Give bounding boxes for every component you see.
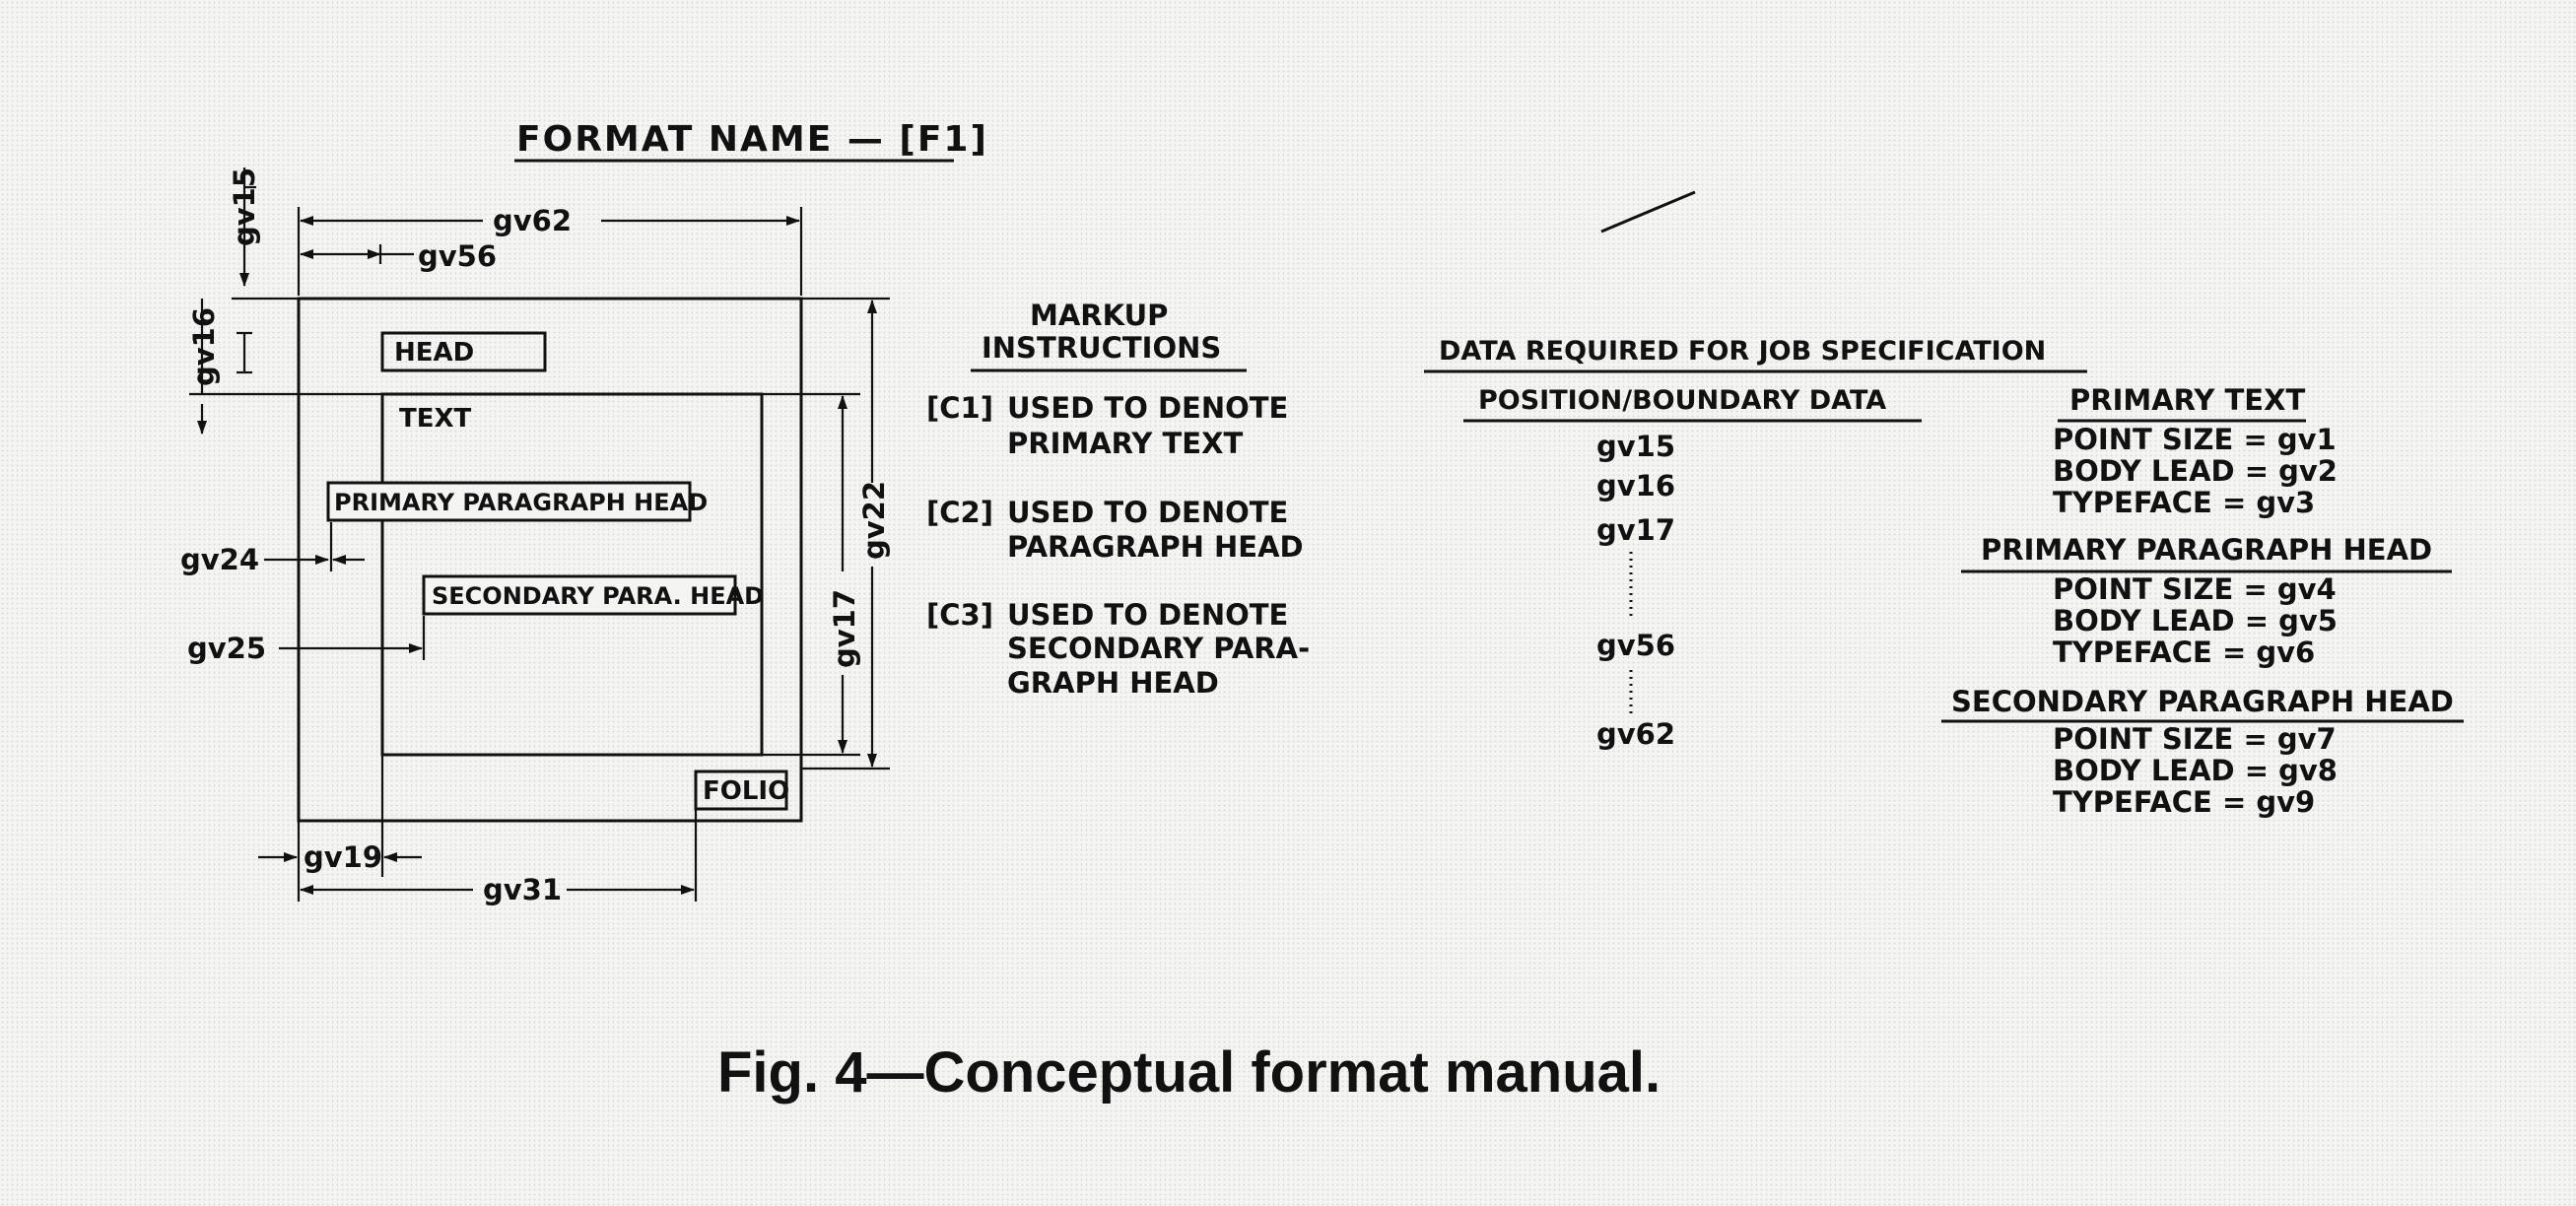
gv15-label: gv15 [228,168,261,246]
primary-paragraph-head-heading: PRIMARY PARAGRAPH HEAD [1981,533,2432,567]
stray-pen-mark [1600,190,1696,234]
primary-text-point-size: POINT SIZE = gv1 [2053,423,2337,456]
markup-item-c2-line2: PARAGRAPH HEAD [1007,530,1304,564]
gv19-label: gv19 [304,840,382,874]
markup-heading-line1: MARKUP [1030,299,1168,332]
text-area-outline [380,392,764,757]
position-item-gv62: gv62 [1596,717,1675,751]
secondary-para-head-box [422,574,737,616]
markup-item-c3-code: [C3] [926,598,993,632]
gv17-label: gv17 [828,589,861,668]
head-box [380,331,547,372]
markup-item-c3-line2: SECONDARY PARA- [1007,632,1310,665]
text-area-label: TEXT [399,404,472,434]
primary-text-heading: PRIMARY TEXT [2069,383,2305,417]
gv56-label: gv56 [418,239,497,273]
markup-instructions-panel: MARKUP INSTRUCTIONS [C1] USED TO DENOTE … [926,299,1310,700]
primary-paragraph-head-body-lead: BODY LEAD = gv5 [2053,604,2338,637]
gv16-label: gv16 [187,307,221,386]
format-title: FORMAT NAME — [F1] [516,119,988,160]
primary-paragraph-head-point-size: POINT SIZE = gv4 [2053,572,2337,606]
markup-item-c3-line1: USED TO DENOTE [1007,598,1288,632]
head-box-label: HEAD [394,338,474,368]
markup-item-c1-code: [C1] [926,391,993,425]
markup-item-c2-line1: USED TO DENOTE [1007,496,1288,529]
primary-paragraph-head-label: PRIMARY PARAGRAPH HEAD [334,489,708,516]
folio-box [694,770,788,811]
position-item-gv17: gv17 [1596,513,1675,547]
job-specification-panel: DATA REQUIRED FOR JOB SPECIFICATION POSI… [1424,336,2464,819]
position-boundary-heading: POSITION/BOUNDARY DATA [1478,385,1886,416]
gv22-label: gv22 [857,481,891,560]
position-item-gv56: gv56 [1596,629,1675,662]
primary-paragraph-head-typeface: TYPEFACE = gv6 [2053,636,2315,669]
secondary-paragraph-head-typeface: TYPEFACE = gv9 [2053,785,2315,819]
primary-text-body-lead: BODY LEAD = gv2 [2053,454,2338,488]
secondary-paragraph-head-heading: SECONDARY PARAGRAPH HEAD [1951,685,2454,718]
page-layout-diagram: HEAD TEXT PRIMARY PARAGRAPH HEAD SECONDA… [180,168,891,906]
gv24-label: gv24 [180,543,259,576]
figure-caption: Fig. 4—Conceptual format manual. [717,1040,1661,1105]
secondary-para-head-label: SECONDARY PARA. HEAD [432,582,764,610]
position-item-gv16: gv16 [1596,469,1675,502]
primary-text-typeface: TYPEFACE = gv3 [2053,486,2315,519]
gv62-label: gv62 [493,204,572,237]
page-outline [297,297,803,823]
gv31-label: gv31 [483,873,562,906]
secondary-paragraph-head-body-lead: BODY LEAD = gv8 [2053,754,2338,787]
position-item-gv15: gv15 [1596,430,1675,463]
markup-item-c2-code: [C2] [926,496,993,529]
primary-paragraph-head-box [326,481,692,522]
secondary-paragraph-head-point-size: POINT SIZE = gv7 [2053,722,2337,756]
folio-label: FOLIO [703,776,789,806]
markup-item-c1-line2: PRIMARY TEXT [1007,427,1243,460]
markup-heading-line2: INSTRUCTIONS [982,331,1221,365]
markup-item-c3-line3: GRAPH HEAD [1007,666,1219,700]
markup-item-c1-line1: USED TO DENOTE [1007,391,1288,425]
gv25-label: gv25 [187,632,266,665]
job-spec-heading: DATA REQUIRED FOR JOB SPECIFICATION [1439,336,2046,367]
